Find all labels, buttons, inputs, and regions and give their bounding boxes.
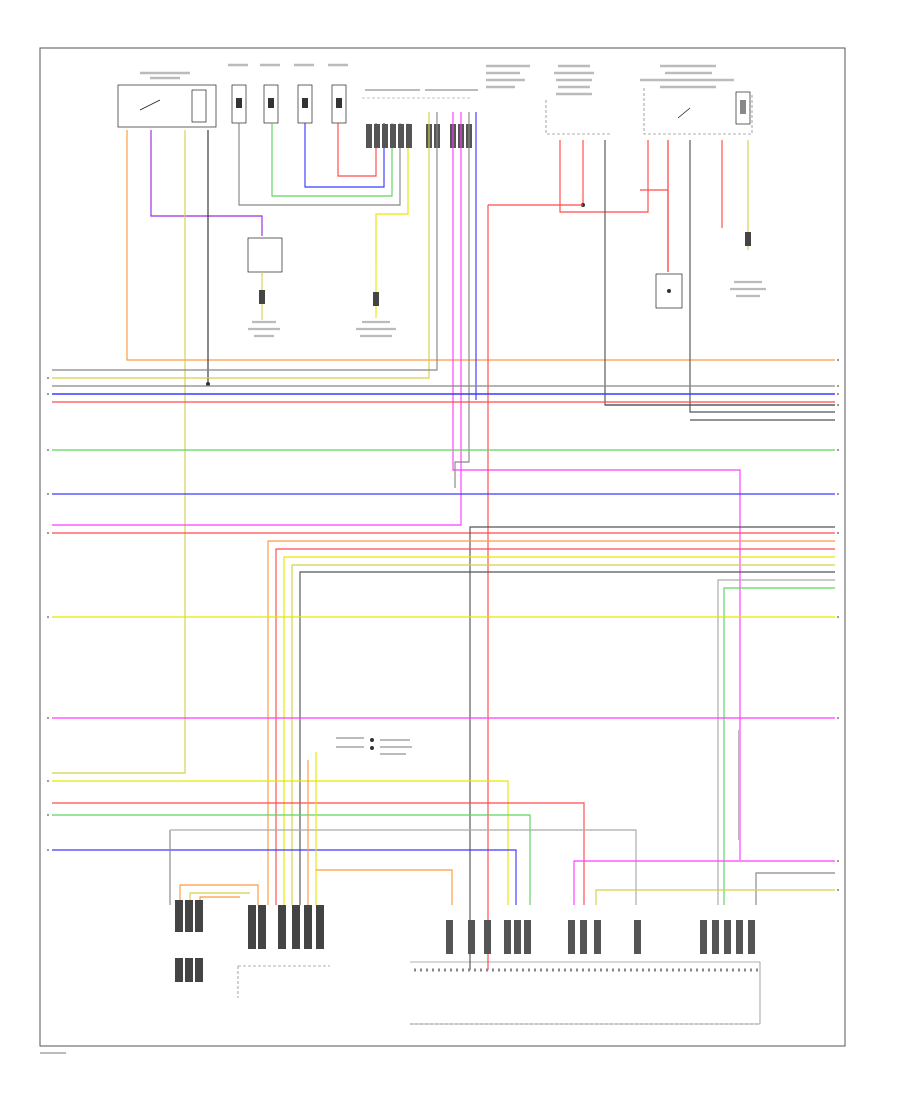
ecm-top-connector (362, 64, 530, 99)
ground-right (730, 280, 766, 298)
left-terminals (47, 377, 49, 851)
component-mid (336, 737, 412, 755)
wires-relay (52, 130, 835, 774)
wires-ecm-top (52, 112, 741, 860)
fuse-block (228, 63, 348, 124)
diagram-frame (39, 47, 846, 1047)
instrument-cluster-connector (237, 905, 330, 998)
central-gateway-module (410, 920, 761, 1025)
data-link-connector (175, 900, 203, 982)
starter (655, 273, 683, 309)
fuel-pump-relay (117, 71, 217, 128)
bus-lines (52, 385, 835, 970)
wires-sensor (487, 140, 835, 970)
wires-power-relay (640, 140, 835, 413)
power-supply-relay (640, 64, 753, 135)
ground-center (356, 258, 396, 338)
sensor-module-top (545, 64, 612, 135)
ecm-top-pins (366, 124, 472, 148)
wires-fuses (238, 123, 409, 258)
fuse-icon-2 (260, 63, 280, 124)
fuse-icon-3 (294, 63, 314, 124)
fuse-icon-4 (328, 63, 348, 124)
fuse-icon-1 (228, 63, 248, 124)
ground-left (247, 237, 283, 338)
right-terminals (837, 359, 839, 891)
